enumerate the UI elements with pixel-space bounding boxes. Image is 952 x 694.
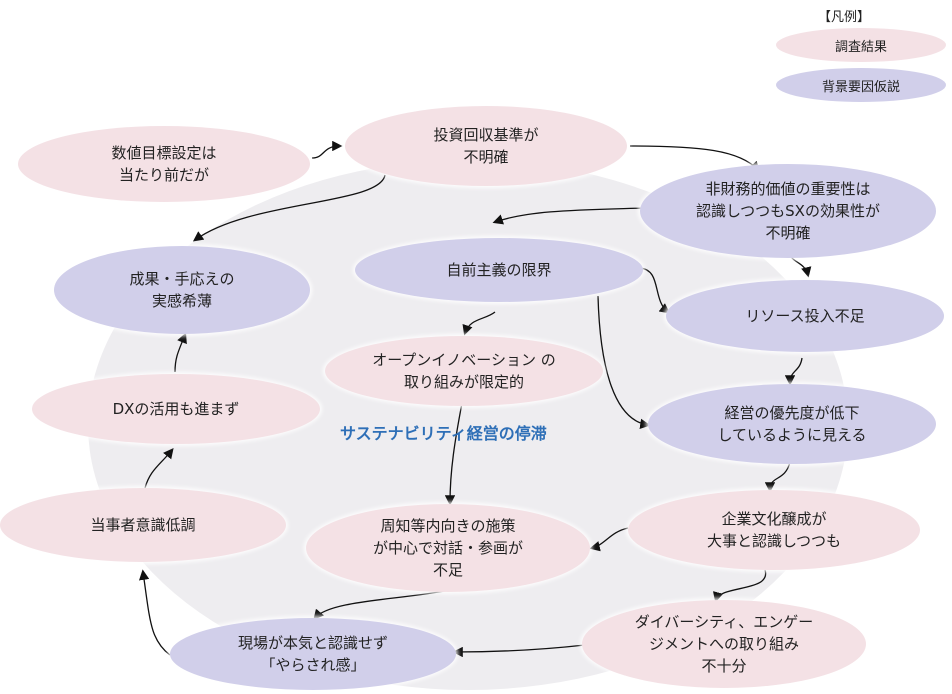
arrow-diversity-to-frontline	[452, 644, 586, 658]
arrow-selfreliance-to-openinno	[462, 311, 496, 336]
node-diversity: ダイバーシティ、エンゲー ジメントへの取り組み 不十分	[582, 600, 866, 688]
arrow-nonfin-to-selfreliance	[492, 207, 646, 225]
arrow-dx-to-achievement	[174, 332, 187, 373]
node-inward: 周知等内向きの施策 が中心で対話・参画が 不足	[306, 504, 590, 592]
center-title: サステナビリティ経営の停滞	[340, 424, 547, 443]
legend-title: 【凡例】	[818, 10, 871, 25]
node-ownership: 当事者意識低調	[0, 488, 286, 562]
legend-hypothesis: 背景要因仮説	[776, 68, 946, 102]
node-dx: DXの活用も進まず	[32, 374, 320, 444]
node-roi: 投資回収基準が 不明確	[345, 106, 627, 186]
arrow-selfreliance-to-priority	[597, 295, 651, 429]
arrow-targets-to-roi	[311, 140, 343, 159]
arrow-culture-to-inward	[589, 527, 629, 552]
legend-survey: 調査結果	[776, 28, 946, 62]
node-openinno: オープンイノベーション の 取り組みが限定的	[325, 336, 603, 406]
node-achievement: 成果・手応えの 実感希薄	[54, 246, 310, 334]
node-culture: 企業文化醸成が 大事と認識しつつも	[628, 490, 920, 570]
node-selfreliance: 自前主義の限界	[355, 238, 643, 302]
arrow-resource-to-priority	[784, 357, 803, 386]
arrow-openinno-to-inward	[444, 402, 463, 506]
node-nonfin: 非財務的価値の重要性は 認識しつつもSXの効果性が 不明確	[640, 164, 936, 258]
arrow-roi-to-achievement	[192, 174, 386, 242]
node-priority: 経営の優先度が低下 しているように見える	[648, 384, 936, 464]
arrow-inward-to-frontline	[313, 589, 451, 620]
node-targets: 数値目標設定は 当たり前だが	[18, 126, 310, 202]
arrow-frontline-to-ownership	[138, 569, 171, 656]
node-frontline: 現場が本気と認識せず 「やらされ感」	[170, 618, 456, 690]
arrow-selfreliance-to-resource	[639, 267, 671, 314]
arrow-priority-to-culture	[764, 461, 791, 493]
arrow-roi-to-nonfin	[629, 145, 760, 172]
arrow-ownership-to-dx	[144, 447, 174, 489]
arrow-culture-to-diversity	[713, 569, 767, 603]
node-resource: リソース投入不足	[666, 280, 944, 352]
